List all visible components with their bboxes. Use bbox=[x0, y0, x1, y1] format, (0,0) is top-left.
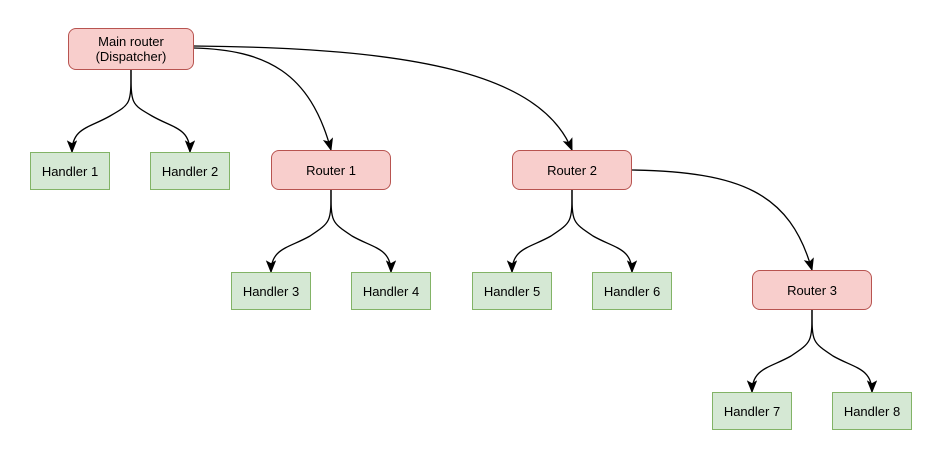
node-label-handler-3: Handler 3 bbox=[242, 283, 300, 299]
node-label-handler-8: Handler 8 bbox=[843, 403, 901, 419]
node-label-handler-1: Handler 1 bbox=[41, 163, 99, 179]
edge-router-2-to-handler-5 bbox=[506, 189, 573, 274]
node-handler-7[interactable]: Handler 7 bbox=[712, 392, 792, 430]
node-router-2[interactable]: Router 2 bbox=[512, 150, 632, 190]
node-handler-4[interactable]: Handler 4 bbox=[351, 272, 431, 310]
node-label-handler-6: Handler 6 bbox=[603, 283, 661, 299]
edge-router-3-to-handler-8 bbox=[811, 309, 878, 394]
node-label-handler-5: Handler 5 bbox=[483, 283, 541, 299]
node-label-handler-7: Handler 7 bbox=[723, 403, 781, 419]
node-router-3[interactable]: Router 3 bbox=[752, 270, 872, 310]
node-label-handler-4: Handler 4 bbox=[362, 283, 420, 299]
edge-main-to-router-1 bbox=[193, 47, 333, 152]
edge-main-to-router-2 bbox=[193, 45, 573, 152]
node-label-router-2: Router 2 bbox=[547, 162, 597, 178]
node-handler-1[interactable]: Handler 1 bbox=[30, 152, 110, 190]
edges-group bbox=[66, 45, 878, 394]
edge-main-to-handler-1 bbox=[66, 69, 132, 154]
node-handler-8[interactable]: Handler 8 bbox=[832, 392, 912, 430]
edge-router-1-to-handler-4 bbox=[330, 189, 397, 274]
edge-router-3-to-handler-7 bbox=[746, 309, 813, 394]
node-main-router[interactable]: Main router (Dispatcher) bbox=[68, 28, 194, 70]
node-handler-6[interactable]: Handler 6 bbox=[592, 272, 672, 310]
node-handler-2[interactable]: Handler 2 bbox=[150, 152, 230, 190]
node-handler-3[interactable]: Handler 3 bbox=[231, 272, 311, 310]
node-router-1[interactable]: Router 1 bbox=[271, 150, 391, 190]
node-label-router-1: Router 1 bbox=[306, 162, 356, 178]
edge-router-2-to-router-3 bbox=[631, 169, 814, 272]
node-label-handler-2: Handler 2 bbox=[161, 163, 219, 179]
node-label-main-router: Main router (Dispatcher) bbox=[95, 34, 167, 64]
node-label-router-3: Router 3 bbox=[787, 282, 837, 298]
edge-router-2-to-handler-6 bbox=[571, 189, 638, 274]
node-handler-5[interactable]: Handler 5 bbox=[472, 272, 552, 310]
edge-router-1-to-handler-3 bbox=[265, 189, 332, 274]
edge-main-to-handler-2 bbox=[130, 69, 196, 154]
